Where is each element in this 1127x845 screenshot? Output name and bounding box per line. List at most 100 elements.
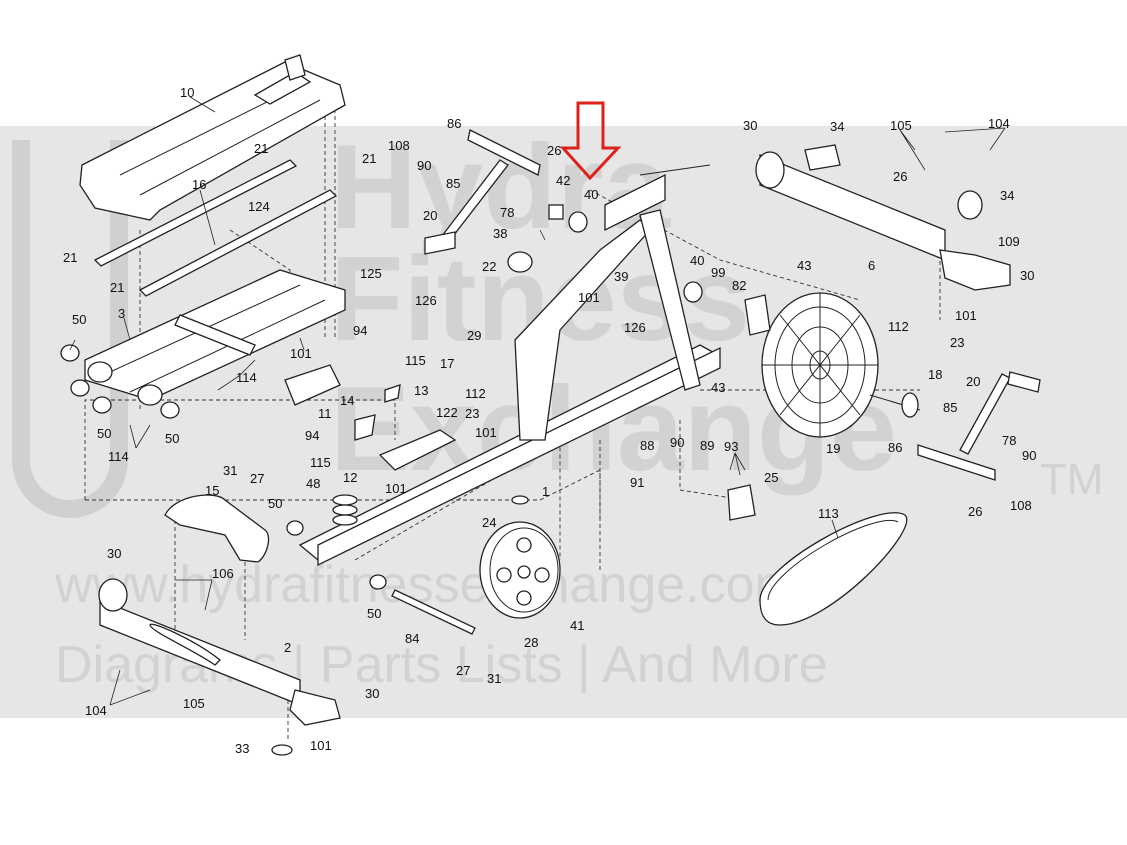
- label-1: 1: [542, 484, 549, 499]
- label-26: 26: [968, 504, 982, 519]
- part-48-spring: [332, 494, 358, 526]
- label-90: 90: [1022, 448, 1036, 463]
- label-6: 6: [868, 258, 875, 273]
- part-10-handlebar-shroud: [79, 54, 346, 221]
- label-50: 50: [268, 496, 282, 511]
- label-21: 21: [254, 141, 268, 156]
- label-85: 85: [446, 176, 460, 191]
- label-82: 82: [732, 278, 746, 293]
- label-88: 88: [640, 438, 654, 453]
- leader-lines: [69, 96, 1006, 706]
- label-3: 3: [118, 306, 125, 321]
- part-82-guard: [744, 294, 771, 336]
- label-112: 112: [465, 386, 486, 401]
- part-29-upright: [514, 164, 711, 441]
- label-40: 40: [690, 253, 704, 268]
- label-39: 39: [614, 269, 628, 284]
- label-20: 20: [966, 374, 980, 389]
- label-20: 20: [423, 208, 437, 223]
- label-34: 34: [830, 119, 844, 134]
- label-30: 30: [1020, 268, 1034, 283]
- label-41: 41: [570, 618, 584, 633]
- label-78: 78: [1002, 433, 1016, 448]
- label-108: 108: [388, 138, 410, 153]
- label-16: 16: [192, 177, 206, 192]
- label-30: 30: [107, 546, 121, 561]
- label-114: 114: [236, 370, 257, 385]
- label-85: 85: [943, 400, 957, 415]
- part-15-pedal: [164, 494, 270, 563]
- label-101: 101: [310, 738, 332, 753]
- label-86: 86: [888, 440, 902, 455]
- label-125: 125: [360, 266, 382, 281]
- label-126: 126: [415, 293, 437, 308]
- label-101: 101: [578, 290, 600, 305]
- part-24-foot: [511, 495, 529, 505]
- label-23: 23: [465, 406, 479, 421]
- label-50: 50: [165, 431, 179, 446]
- watermark-brand-line1: Hydra: [330, 120, 671, 254]
- label-84: 84: [405, 631, 419, 646]
- label-126: 126: [624, 320, 646, 335]
- part-40-bearing: [548, 204, 703, 303]
- label-30: 30: [743, 118, 757, 133]
- part-28-pulley: [479, 521, 561, 619]
- label-115: 115: [405, 353, 426, 368]
- label-104: 104: [85, 703, 107, 718]
- part-3-rear-frame: [84, 269, 346, 406]
- label-101: 101: [475, 425, 497, 440]
- label-90: 90: [670, 435, 684, 450]
- part-22-block: [507, 251, 533, 273]
- label-25: 25: [764, 470, 778, 485]
- label-109: 109: [998, 234, 1020, 249]
- label-89: 89: [700, 438, 714, 453]
- label-27: 27: [456, 663, 470, 678]
- label-26: 26: [893, 169, 907, 184]
- label-94: 94: [353, 323, 367, 338]
- label-50: 50: [72, 312, 86, 327]
- label-12: 12: [343, 470, 357, 485]
- label-13: 13: [414, 383, 428, 398]
- label-108: 108: [1010, 498, 1032, 513]
- label-14: 14: [340, 393, 354, 408]
- label-104: 104: [988, 116, 1010, 131]
- label-33: 33: [235, 741, 249, 756]
- label-17: 17: [440, 356, 454, 371]
- part-113-belt: [759, 512, 908, 626]
- label-112: 112: [888, 319, 909, 334]
- part-84-axle: [391, 589, 476, 635]
- label-2: 2: [284, 640, 291, 655]
- label-50: 50: [97, 426, 111, 441]
- label-124: 124: [248, 199, 270, 214]
- label-40: 40: [584, 187, 598, 202]
- label-101: 101: [955, 308, 977, 323]
- label-18: 18: [928, 367, 942, 382]
- label-15: 15: [205, 483, 219, 498]
- part-25-bracket: [727, 484, 756, 521]
- label-105: 105: [890, 118, 912, 133]
- label-101: 101: [290, 346, 312, 361]
- label-22: 22: [482, 259, 496, 274]
- label-50: 50: [367, 606, 381, 621]
- label-24: 24: [482, 515, 496, 530]
- label-34: 34: [1000, 188, 1014, 203]
- part-19-fan-wheel: [761, 292, 879, 438]
- label-28: 28: [524, 635, 538, 650]
- label-21: 21: [362, 151, 376, 166]
- label-91: 91: [630, 475, 644, 490]
- label-48: 48: [306, 476, 320, 491]
- label-86: 86: [447, 116, 461, 131]
- label-106: 106: [212, 566, 234, 581]
- label-115: 115: [310, 455, 331, 470]
- label-94: 94: [305, 428, 319, 443]
- label-114: 114: [108, 449, 129, 464]
- label-42: 42: [556, 173, 570, 188]
- part-1-main-frame: [298, 344, 721, 567]
- label-93: 93: [724, 439, 738, 454]
- label-10: 10: [180, 85, 194, 100]
- label-99: 99: [711, 265, 725, 280]
- label-27: 27: [250, 471, 264, 486]
- label-113: 113: [818, 506, 839, 521]
- label-21: 21: [110, 280, 124, 295]
